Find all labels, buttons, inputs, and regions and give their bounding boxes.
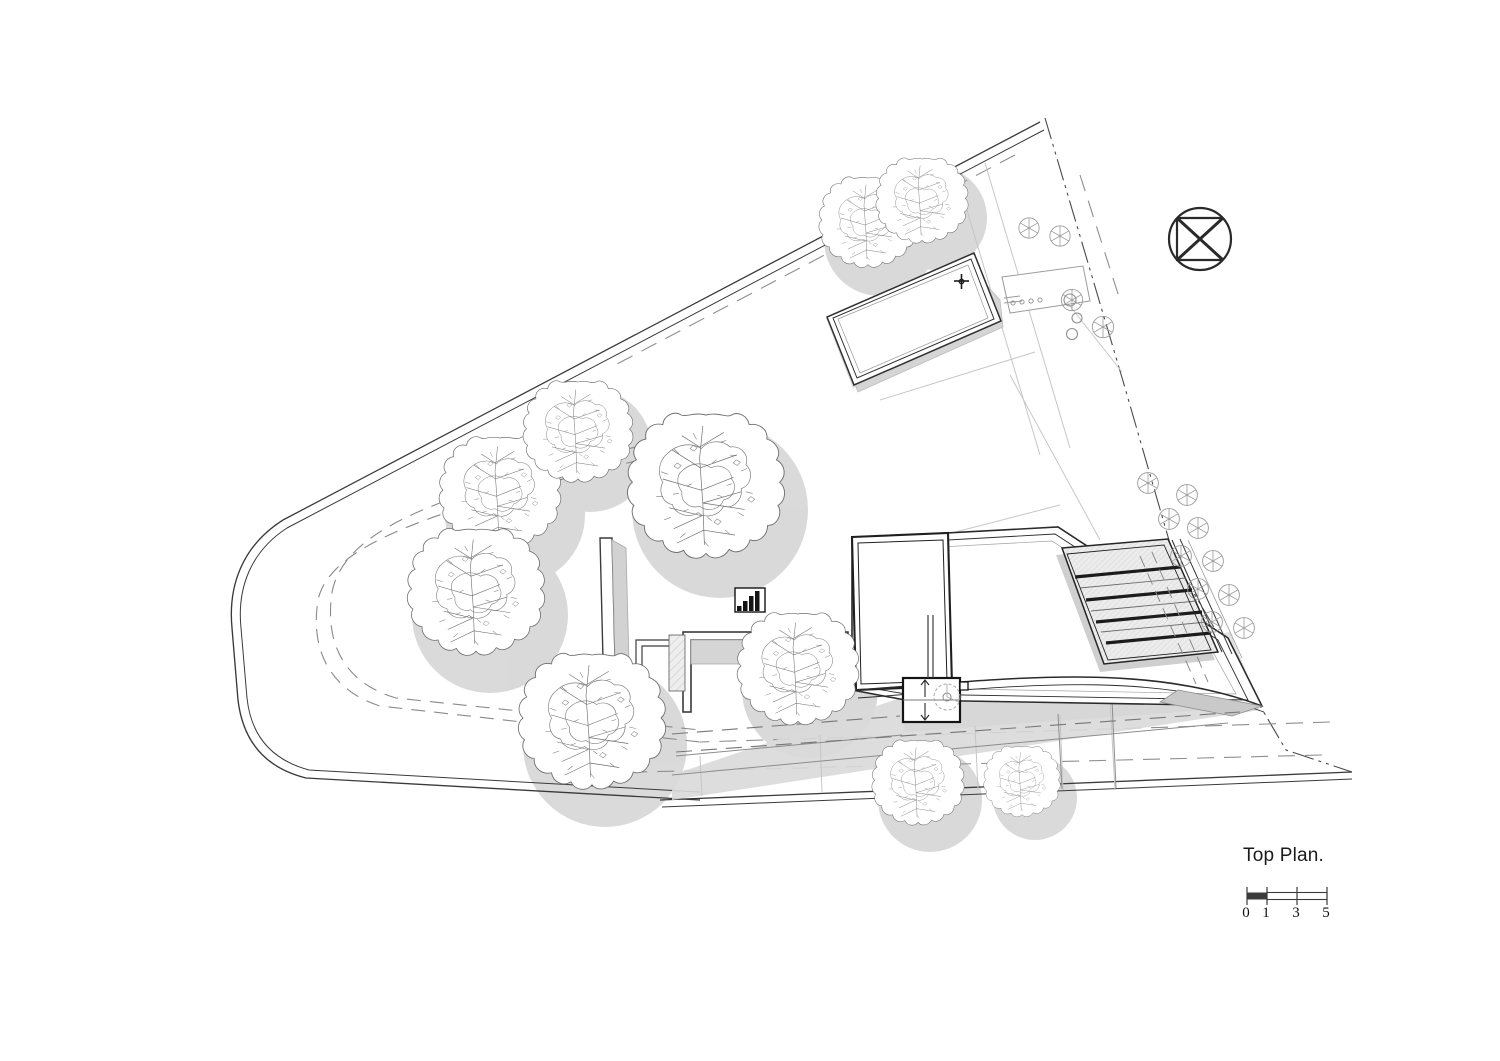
louvre-dashed-guides: [1139, 551, 1209, 685]
upper-terrace-dots: [1010, 297, 1043, 306]
upper-pavilion: [826, 252, 1004, 393]
exterior-stair: [734, 587, 766, 613]
ground-joint-dashed: [671, 711, 1241, 753]
survey-point-marker: [954, 274, 969, 289]
hardscape-guides-dark: [1057, 699, 1117, 790]
elevator-core: [901, 615, 969, 724]
plan-title-block: Top Plan.: [1243, 845, 1463, 867]
property-boundary: [1044, 117, 1353, 773]
page-title: Top Plan.: [1243, 845, 1325, 866]
shrub-band: [1018, 217, 1255, 639]
scale-tick-0: 0: [1242, 905, 1250, 921]
scale-bar-labels: 0 1 3 5: [1238, 905, 1358, 927]
north-arrow[interactable]: [1167, 206, 1233, 272]
scale-tick-5: 5: [1322, 905, 1330, 921]
scale-tick-3: 3: [1292, 905, 1300, 921]
scale-tick-1: 1: [1262, 905, 1270, 921]
spiral-stair-icon: [933, 683, 961, 711]
upper-terrace: [1001, 265, 1091, 314]
scale-bar: [1246, 887, 1328, 905]
roof-louvre-skylight: [1056, 538, 1243, 672]
